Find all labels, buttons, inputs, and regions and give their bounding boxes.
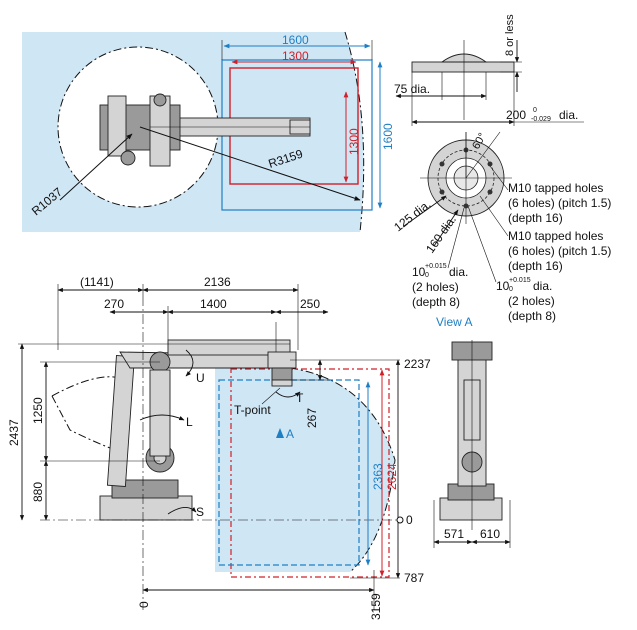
axis-l-label: L — [186, 415, 193, 429]
zero-bottom: 0 — [137, 601, 151, 608]
pin-a-line2: (2 holes) — [412, 280, 459, 294]
top-view-envelope-arc — [344, 31, 365, 233]
dim-2437: 2437 — [7, 419, 21, 446]
dim-2624: 2624 — [385, 463, 399, 490]
dim-1141: (1141) — [80, 275, 114, 289]
pin-b-unit: dia. — [533, 279, 552, 293]
tapped-b-line1: M10 tapped holes — [508, 229, 603, 243]
pin-a-unit: dia. — [449, 265, 468, 279]
dim-1250: 1250 — [31, 397, 45, 424]
dim-1300-top: 1300 — [282, 49, 309, 63]
dim-1400: 1400 — [200, 297, 227, 311]
pin-b-value: 10 — [496, 279, 510, 293]
axis-u-label: U — [196, 371, 205, 385]
pin-a-value: 10 — [412, 265, 426, 279]
flange-dia-value: 200 — [506, 108, 526, 122]
dim-250: 250 — [300, 297, 320, 311]
dim-787: 787 — [404, 571, 424, 585]
pin-a-tol-lower: 0 — [425, 272, 429, 279]
tapped-b-line3: (depth 16) — [508, 259, 563, 273]
flange-dia-tol-lower: -0.029 — [531, 116, 551, 123]
front-robot-base — [439, 497, 503, 521]
dim-880: 880 — [31, 482, 45, 502]
dim-2363: 2363 — [371, 463, 385, 490]
dim-1600-top: 1600 — [282, 33, 309, 47]
radius-1037-leader — [59, 133, 133, 201]
dim-2136: 2136 — [204, 275, 231, 289]
tapped-a-line2: (6 holes) (pitch 1.5) — [508, 196, 611, 210]
shaft-dia-label: 75 dia. — [394, 82, 430, 96]
top-view: 1600 1300 1300 1600 R3159 R1037 — [22, 31, 395, 233]
dim-1600-vert: 1600 — [381, 123, 395, 150]
pin-b-line2: (2 holes) — [508, 294, 555, 308]
zero-right: 0 — [406, 513, 413, 527]
robot-lower-arm — [106, 355, 135, 487]
front-view: 571 610 — [433, 340, 511, 548]
radius-3159-leader — [139, 126, 361, 201]
flange-dia-unit: dia. — [559, 108, 578, 122]
origin-mark-right — [396, 516, 404, 524]
flange-profile — [411, 61, 515, 73]
dim-267: 267 — [305, 408, 319, 428]
pin-b-tol-upper: +0.015 — [509, 277, 531, 284]
tapped-a-line1: M10 tapped holes — [508, 181, 603, 195]
dim-2237: 2237 — [404, 357, 431, 371]
tapped-b-line2: (6 holes) (pitch 1.5) — [508, 244, 611, 258]
pin-b-tol-lower: 0 — [509, 286, 513, 293]
tapped-a-line3: (depth 16) — [508, 211, 563, 225]
flange-dia-tol-upper: 0 — [533, 107, 537, 114]
t-point-label: T-point — [234, 403, 271, 417]
side-view-work-envelope — [215, 368, 395, 572]
clearance-label: 8 or less — [504, 14, 516, 56]
dim-610: 610 — [480, 527, 500, 541]
dim-3159: 3159 — [369, 593, 383, 620]
arrow-a-icon — [276, 428, 284, 438]
arrow-a-label: A — [286, 427, 294, 441]
flange-detail: 8 or less 75 dia. 200 0 -0.029 dia. 60° … — [391, 14, 611, 329]
dim-571: 571 — [444, 527, 464, 541]
dim-1300-vert: 1300 — [347, 128, 361, 155]
dim-270: 270 — [104, 297, 124, 311]
pcd-125-label: 125 dia. — [391, 197, 433, 234]
robot-base — [99, 495, 193, 521]
axis-s-label: S — [196, 505, 204, 519]
pin-a-line3: (depth 8) — [412, 295, 460, 309]
axis-t-label: T — [296, 391, 304, 405]
pin-b-line3: (depth 8) — [508, 309, 556, 323]
view-a-label: View A — [436, 315, 472, 329]
side-view: U L S T T-point A (1141) 2136 270 1400 — [7, 275, 431, 620]
side-view-outer-area — [230, 368, 390, 578]
pcd-160-label: 160 dia. — [423, 213, 459, 256]
pin-a-tol-upper: +0.015 — [425, 263, 447, 270]
